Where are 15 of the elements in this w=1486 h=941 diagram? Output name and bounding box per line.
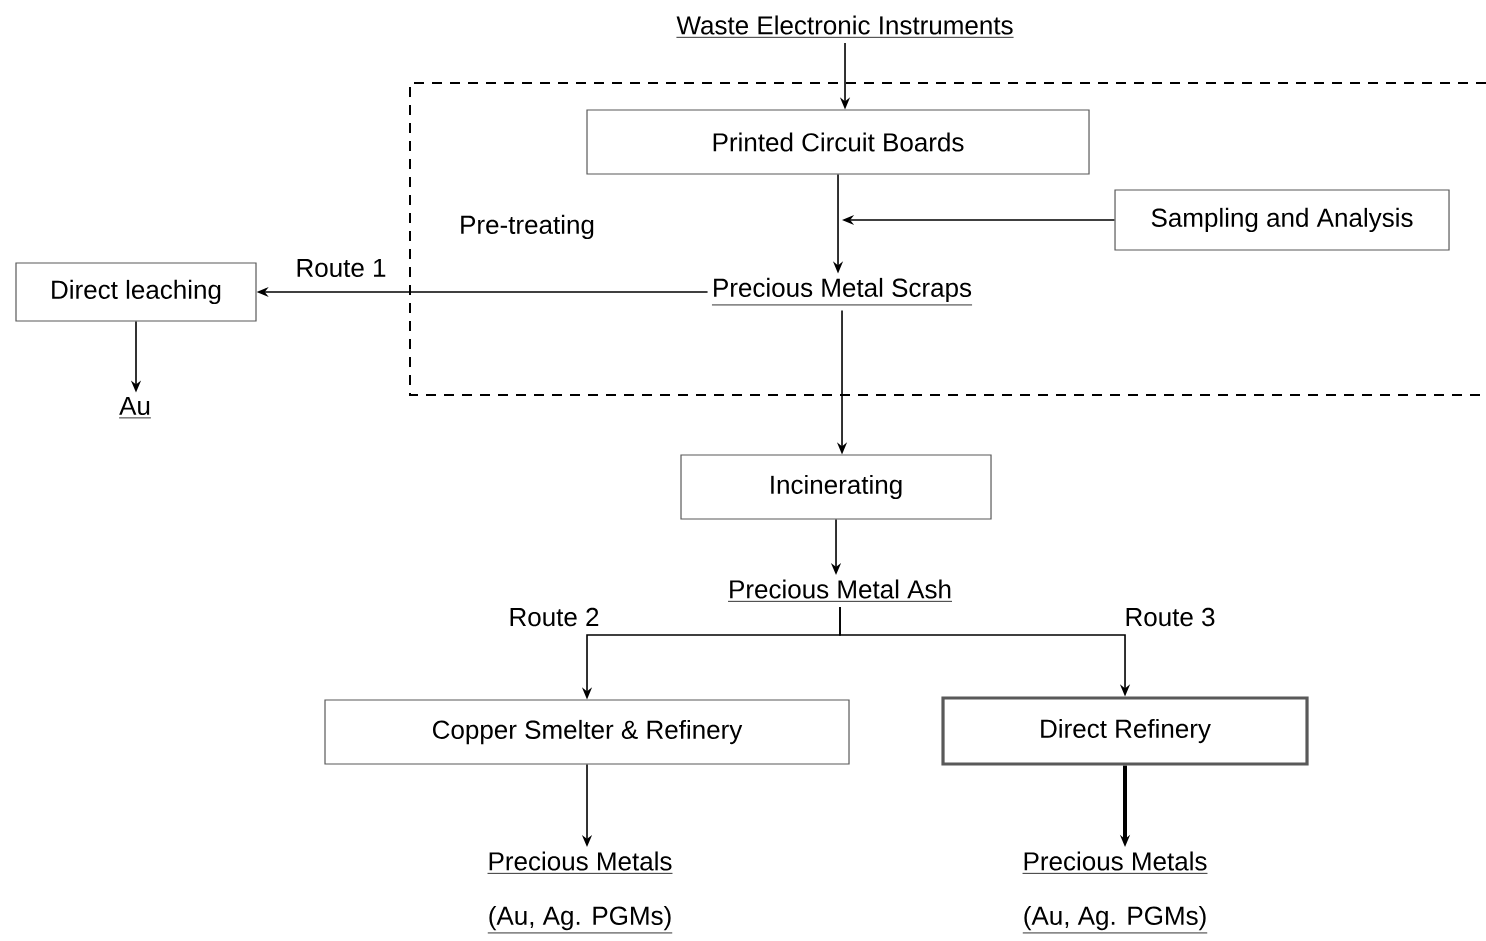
edge-label: Route 1	[291, 254, 391, 282]
edge-label: Route 2	[504, 603, 604, 631]
underlined-label: Precious Metal Ash	[727, 579, 953, 602]
underlined-label: Au	[118, 396, 152, 419]
process-box: Direct leaching	[15, 262, 257, 322]
underlined-label: Precious Metal Scraps	[711, 277, 973, 306]
process-box: Incinerating	[680, 454, 992, 520]
underlined-label: Precious Metals (Au, Ag. PGMs)	[487, 851, 673, 934]
underlined-label: Precious Metals (Au, Ag. PGMs)	[1022, 851, 1208, 934]
underlined-label: Waste Electronic Instruments	[676, 15, 1014, 38]
process-box: Direct Refinery	[941, 696, 1309, 766]
edge-label: Route 3	[1120, 603, 1220, 631]
process-box: Printed Circuit Boards	[586, 109, 1090, 175]
process-box: Copper Smelter & Refinery	[324, 699, 850, 765]
process-box: Sampling and Analysis	[1114, 189, 1450, 251]
